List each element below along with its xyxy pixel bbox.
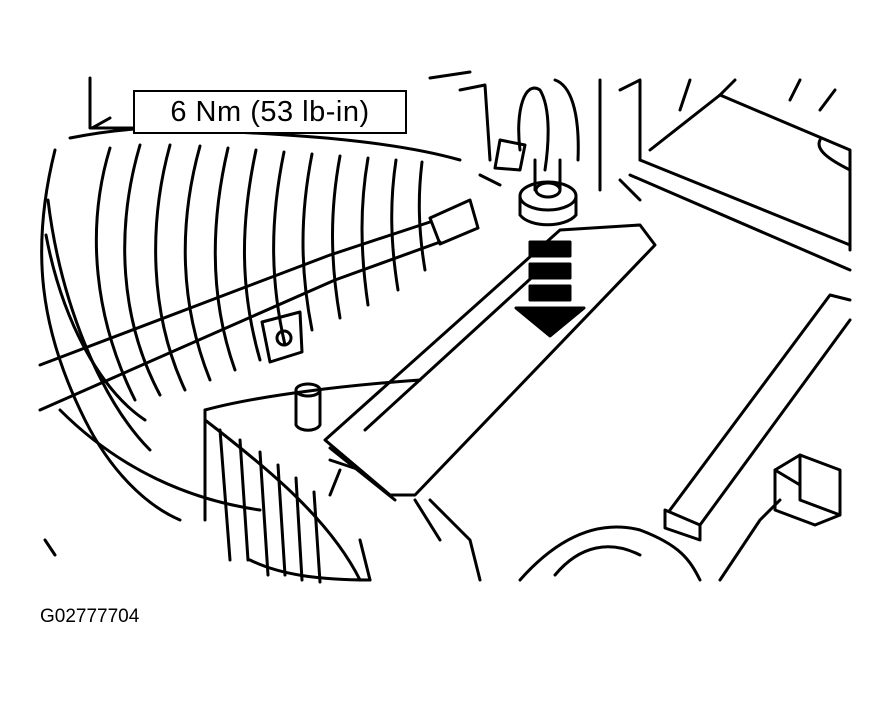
frame-bracket bbox=[88, 76, 134, 130]
stud-post bbox=[294, 382, 322, 432]
module-housing bbox=[203, 378, 422, 584]
upper-bracket bbox=[428, 70, 642, 202]
figure-id: G02777704 bbox=[40, 606, 140, 627]
lower-shell bbox=[413, 498, 782, 582]
cable-rod bbox=[38, 198, 480, 412]
bolt-fastener bbox=[518, 158, 578, 227]
side-rail bbox=[663, 293, 852, 542]
torque-callout: 6 Nm (53 lb-in) bbox=[133, 90, 407, 134]
mounting-tab bbox=[260, 310, 304, 364]
connector-block bbox=[773, 453, 842, 527]
module-cover-panel bbox=[323, 223, 657, 502]
down-arrow-icon bbox=[514, 240, 586, 338]
right-housing bbox=[628, 78, 852, 272]
torque-spec-label: 6 Nm (53 lb-in) bbox=[170, 95, 370, 128]
